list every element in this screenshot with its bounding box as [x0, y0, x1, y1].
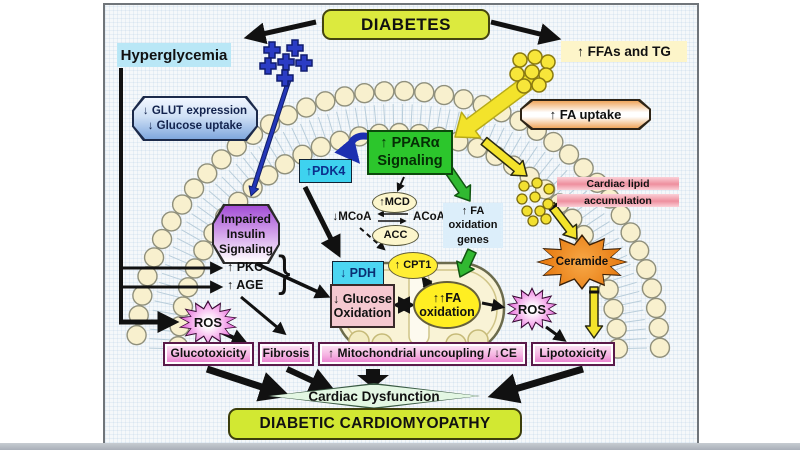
ffas-tg-label: ↑ FFAs and TG [561, 41, 687, 62]
impaired-line1: Impaired [220, 211, 271, 226]
figure-panel [103, 3, 699, 445]
glucotoxicity-box: Glucotoxicity [163, 342, 254, 366]
cpt1-ellipse: ↑ CPT1 [388, 252, 438, 279]
diabetes-box: DIABETES [322, 9, 490, 40]
pdh-box: ↓ PDH [332, 261, 384, 285]
glox-line1: ↓ Glucose [332, 291, 393, 306]
fa-oxidation-genes-box: ↑ FA oxidation genes [443, 203, 503, 248]
fa-uptake-label: ↑ FA uptake [522, 101, 649, 128]
faog-line1: ↑ FA [461, 205, 485, 218]
mitochondrial-uncoupling-box: ↑ Mitochondrial uncoupling / ↓CE [318, 342, 527, 366]
ppar-alpha-box: ↑ PPARα Signaling [367, 130, 453, 175]
acc-ellipse: ACC [372, 225, 419, 246]
ppar-line1: ↑ PPARα [380, 135, 440, 152]
acoa-label: ACoA [413, 210, 445, 223]
bottom-strip [0, 443, 800, 450]
pkc-label: ↑ PKC [227, 259, 264, 274]
pdk4-box: ↑PDK4 [299, 159, 352, 183]
impaired-line2: Insulin [226, 226, 266, 241]
hyperglycemia-label: Hyperglycemia [117, 43, 231, 67]
faox-line2: oxidation [419, 305, 475, 319]
age-label: ↑ AGE [227, 277, 264, 292]
glut-line2: ↓ Glucose uptake [147, 119, 243, 132]
glut-expression-box: ↓ GLUT expression ↓ Glucose uptake [132, 96, 258, 141]
glox-line2: Oxidation [333, 306, 392, 320]
clip-line1: Cardiac lipid [557, 177, 679, 190]
fibrosis-box: Fibrosis [258, 342, 314, 366]
glut-line1: ↓ GLUT expression [142, 104, 248, 117]
faog-line2: oxidation [448, 219, 498, 232]
impaired-insulin-box: Impaired Insulin Signaling [212, 204, 280, 264]
fa-uptake-box: ↑ FA uptake [520, 99, 651, 130]
faox-line1: ↑↑FA [432, 290, 462, 305]
fa-oxidation-ellipse: ↑↑FA oxidation [413, 281, 481, 329]
cardiac-lipid-accumulation-box: Cardiac lipid accumulation [557, 177, 679, 207]
impaired-line3: Signaling [219, 241, 273, 256]
mcd-ellipse: ↑MCD [372, 192, 417, 213]
lipotoxicity-box: Lipotoxicity [531, 342, 615, 366]
pkc-age-bracket: } [278, 247, 291, 296]
ppar-line2: Signaling [377, 152, 443, 169]
glucose-oxidation-box: ↓ Glucose Oxidation [330, 284, 395, 328]
clip-line2: accumulation [557, 194, 679, 207]
mcoa-label: ↓MCoA [332, 210, 372, 223]
cardiac-dysfunction-label: Cardiac Dysfunction [269, 384, 479, 408]
diabetic-cardiomyopathy-box: DIABETIC CARDIOMYOPATHY [228, 408, 522, 440]
faog-line3: genes [457, 233, 489, 246]
